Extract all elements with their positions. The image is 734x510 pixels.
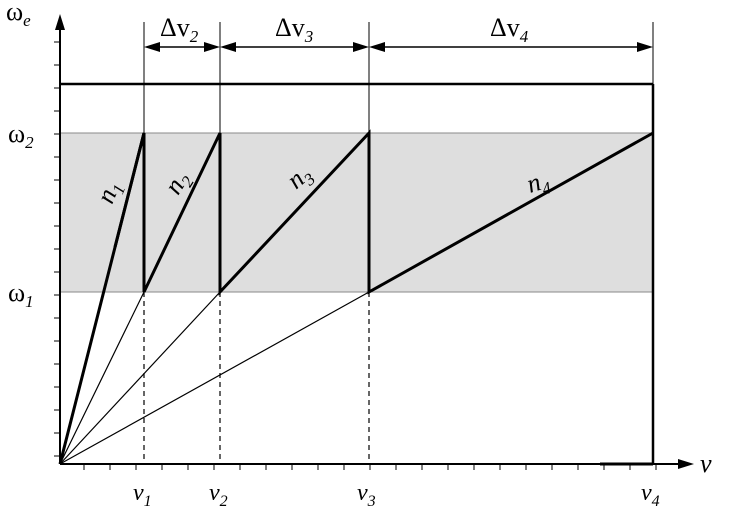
dv3-label: Δv3 [275,13,313,46]
omega2-label: ω2 [8,119,34,152]
operating-band [60,133,653,292]
shift-path [58,129,654,465]
dv4-dimension-arrow [369,42,653,52]
x-axis-ticks [83,464,657,470]
y-axis-ticks [54,41,60,457]
ray-n3 [59,291,221,465]
y-axis-label: ωe [6,0,31,30]
v3-label: v3 [357,480,376,510]
x-axis-label: v [700,449,712,478]
dv2-label: Δv2 [160,13,199,46]
dv3-dimension-arrow [220,42,369,52]
x-axis-arrowhead [678,459,694,469]
v1-label: v1 [133,480,152,510]
v4-label: v4 [641,480,660,510]
dv2-dimension-arrow [144,42,220,52]
omega1-label: ω1 [8,278,34,311]
ray-n4 [59,291,370,465]
dv4-label: Δv4 [490,13,529,46]
n1-heavy-segment [113,132,146,248]
y-axis-arrowhead [55,14,65,30]
v2-label: v2 [209,480,228,510]
ray-n2 [59,291,145,465]
